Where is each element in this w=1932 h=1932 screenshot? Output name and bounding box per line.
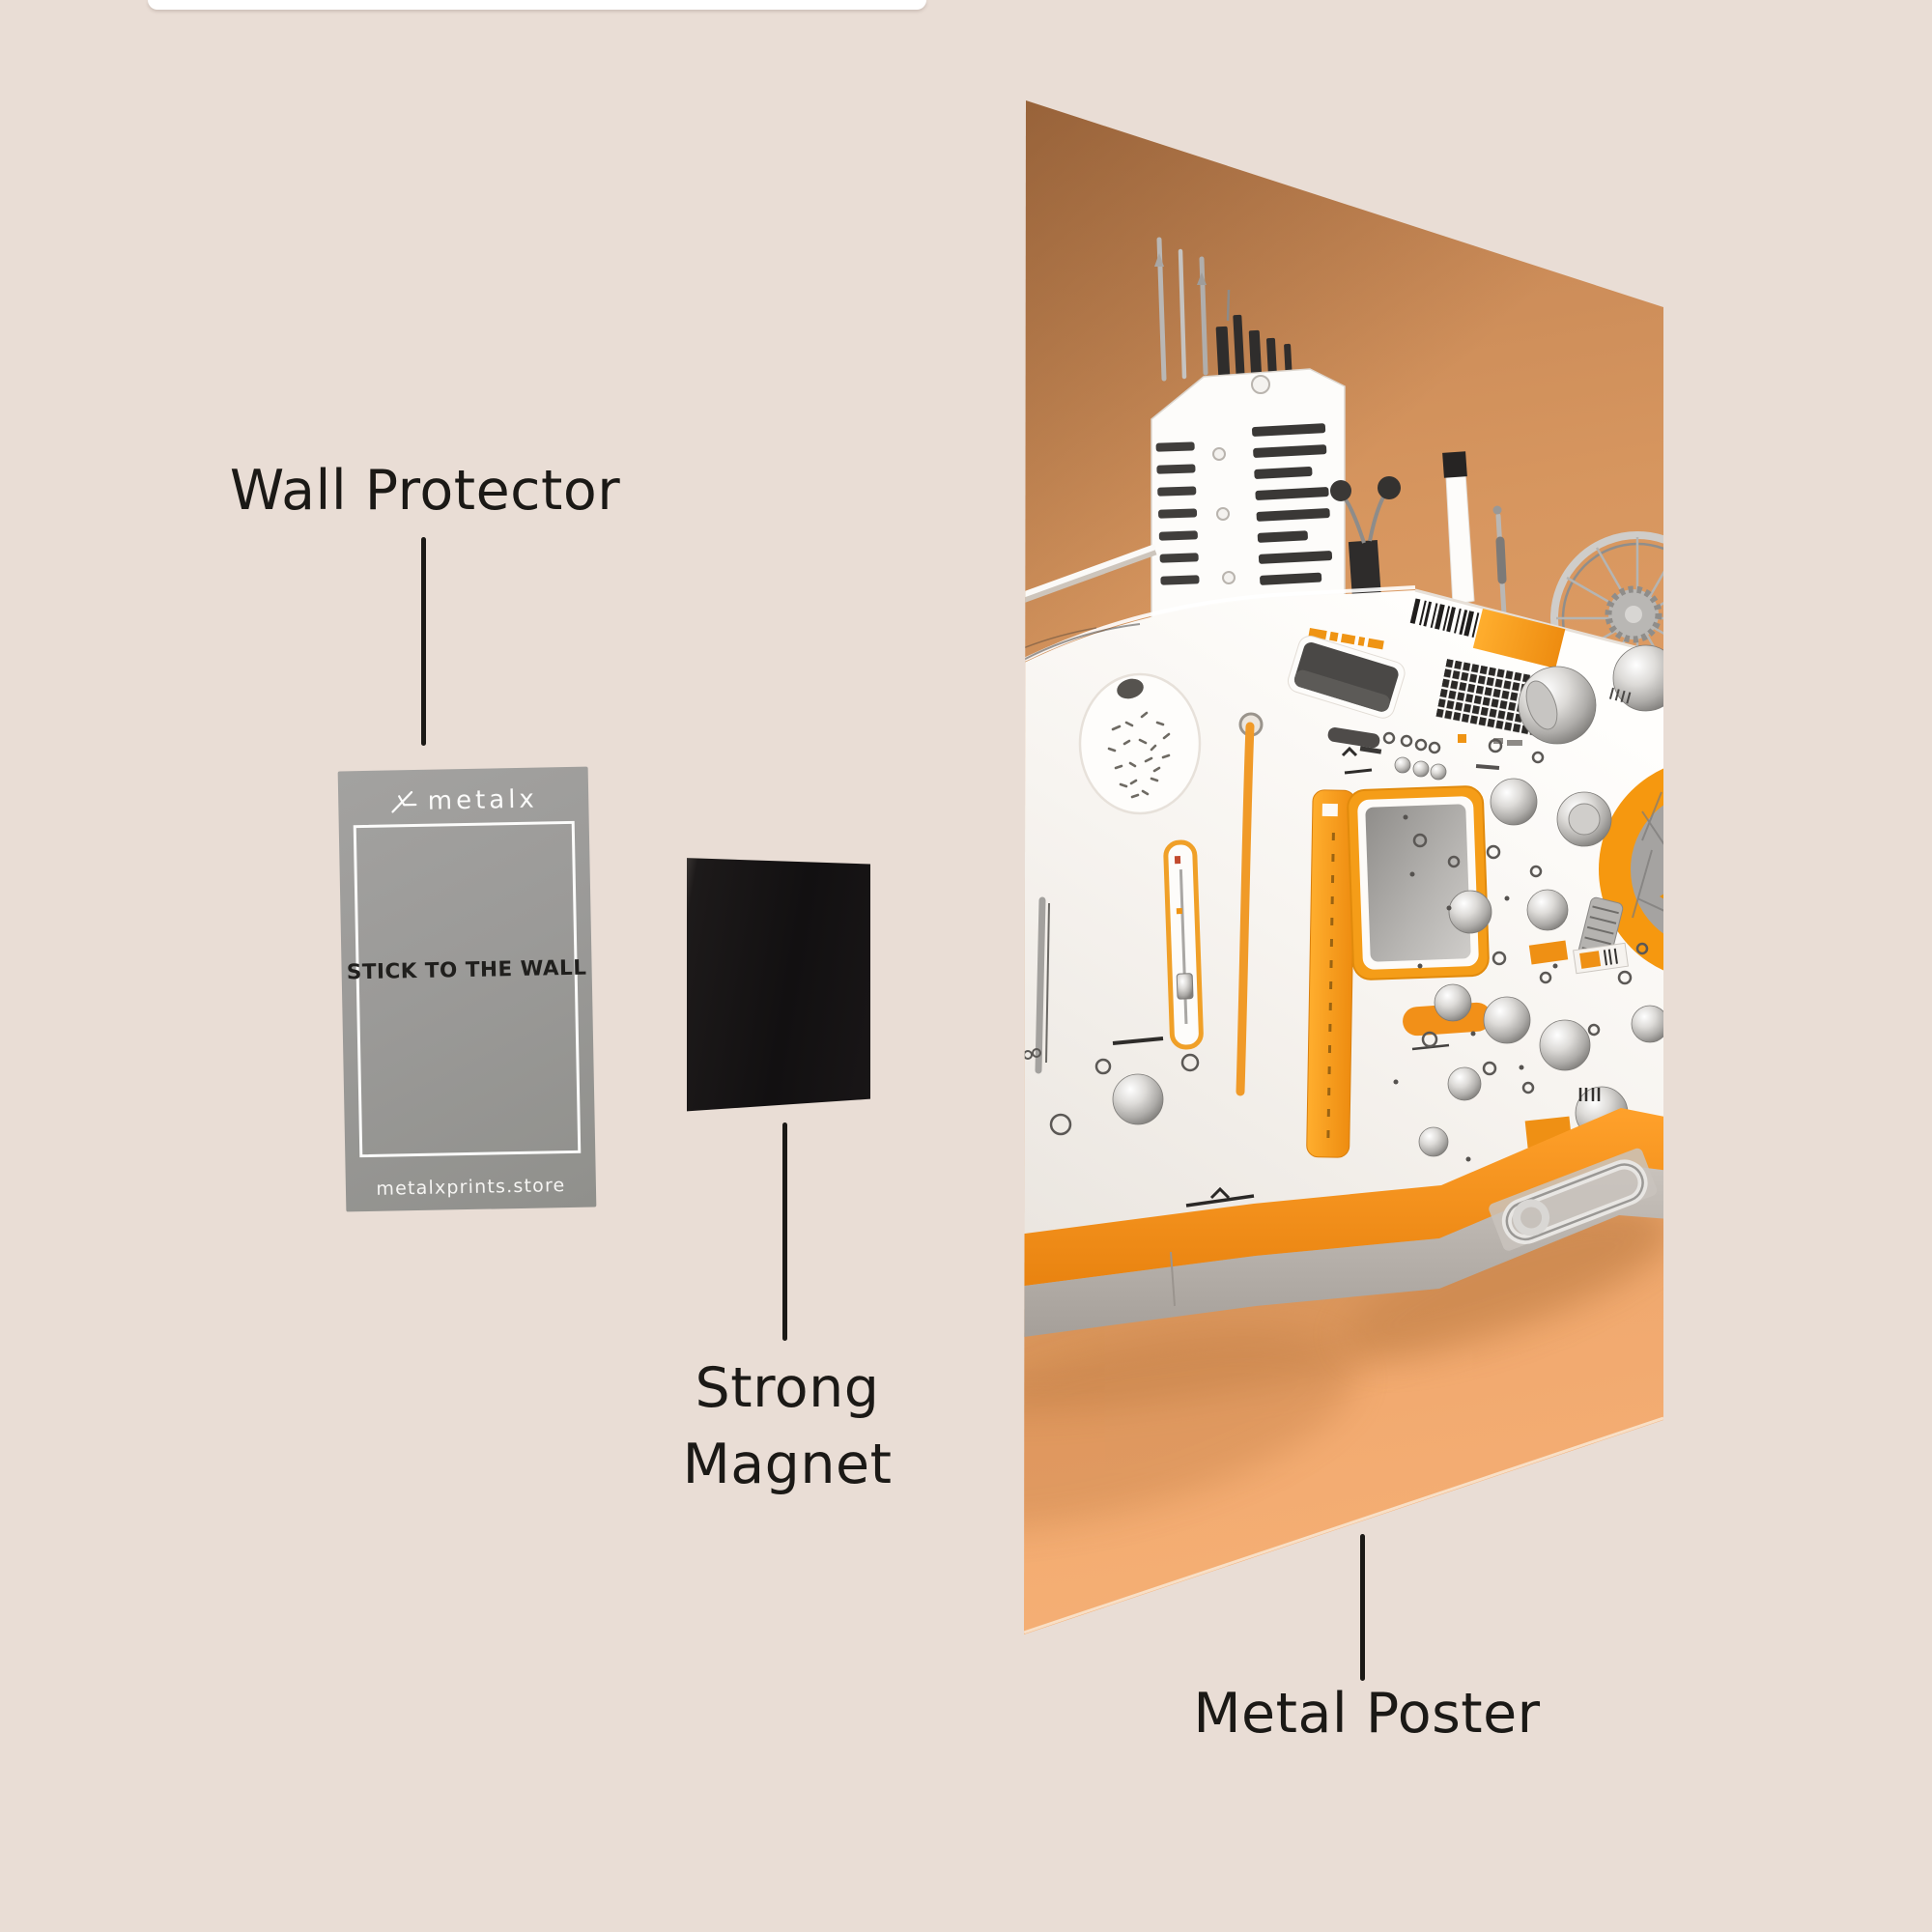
strong-magnet-label-line1: Strong — [695, 1356, 880, 1420]
orange-text-strip — [1308, 628, 1384, 650]
base-seam — [1170, 1251, 1176, 1307]
small-controls-row — [1382, 731, 1522, 781]
handle — [1489, 1148, 1658, 1251]
wall-protector-card: metalx STICK TO THE WALL metalxprints.st… — [337, 766, 597, 1212]
ventilation-grille — [1435, 659, 1548, 738]
speaker-cone — [1078, 672, 1202, 815]
orange-cap — [1472, 609, 1566, 669]
metalx-logo-icon — [391, 790, 417, 813]
metal-poster-label: Metal Poster — [1193, 1682, 1541, 1746]
left-rod — [1024, 896, 1164, 1074]
orange-screen — [1347, 785, 1490, 980]
control-knobs — [1049, 644, 1663, 1196]
bottom-band — [1024, 1108, 1663, 1292]
base-rail — [1024, 1164, 1663, 1343]
display-screen — [1287, 635, 1406, 719]
metal-poster-pointer-line — [1360, 1534, 1365, 1681]
machine-illustration — [1024, 585, 1663, 1343]
wall-protector-label: Wall Protector — [229, 459, 621, 523]
mic-stand — [1330, 476, 1401, 602]
barcode — [1409, 598, 1480, 638]
wall-cable-shadow — [1024, 546, 1157, 610]
porthole — [1599, 758, 1663, 980]
top-white-strip — [148, 0, 926, 10]
strong-magnet-label: Strong Magnet — [546, 1350, 1029, 1503]
slider-control — [1163, 839, 1204, 1050]
strong-magnet-pointer-line — [782, 1122, 787, 1341]
strong-magnet-label-line2: Magnet — [682, 1433, 893, 1496]
control-slot — [1327, 727, 1382, 775]
wall-cable — [1024, 544, 1157, 604]
strong-magnet-square — [687, 858, 870, 1112]
bottom-marks — [1185, 1186, 1255, 1208]
card-logo-row: metalx — [338, 782, 589, 820]
orange-cable — [1236, 712, 1264, 1096]
wall-protector-pointer-line — [421, 537, 426, 746]
poster-bottom-edge — [1024, 1416, 1663, 1634]
orange-strip — [1306, 789, 1356, 1158]
needle-antenna — [1492, 505, 1507, 617]
white-antenna — [1442, 451, 1475, 606]
vent-tower — [1151, 368, 1346, 627]
